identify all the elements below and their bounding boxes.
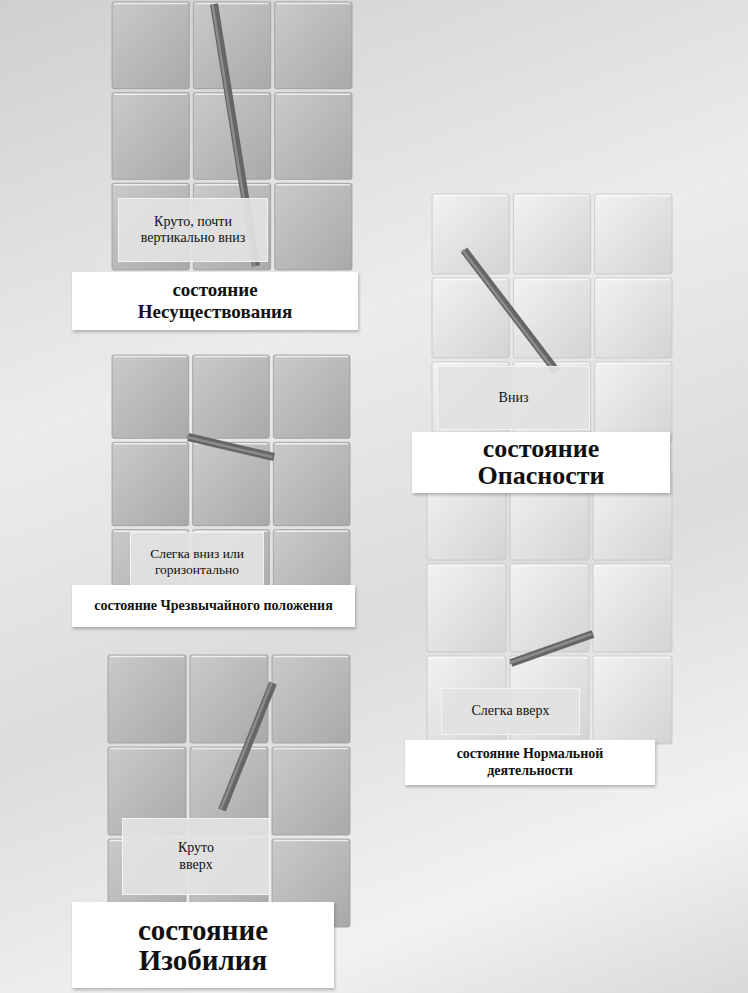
label-box: Слегка вниз или горизонтально bbox=[130, 532, 264, 592]
cube bbox=[275, 93, 352, 180]
cube-highlight bbox=[597, 363, 670, 365]
label-box: Вниз bbox=[437, 366, 590, 430]
trend-label: Слегка вниз или горизонтально bbox=[139, 546, 255, 577]
cube-highlight bbox=[277, 184, 350, 186]
cube bbox=[513, 278, 590, 358]
cube bbox=[427, 564, 506, 652]
cube bbox=[108, 655, 186, 743]
cube bbox=[273, 355, 350, 438]
cube-highlight bbox=[277, 3, 350, 5]
cube-highlight bbox=[429, 565, 504, 567]
cube-highlight bbox=[434, 279, 507, 281]
trend-bar-highlight bbox=[463, 250, 556, 372]
cube-highlight bbox=[512, 565, 587, 567]
cube-highlight bbox=[277, 93, 350, 95]
cube bbox=[272, 747, 350, 835]
cube-highlight bbox=[429, 657, 504, 659]
state-caption: состояние Нормальной деятельности bbox=[415, 746, 645, 778]
cube-highlight bbox=[114, 356, 187, 358]
cube-highlight bbox=[275, 443, 348, 445]
cube bbox=[112, 93, 189, 180]
cube bbox=[193, 355, 270, 438]
cube-highlight bbox=[110, 748, 184, 750]
trend-bar-highlight bbox=[187, 437, 273, 457]
cube-highlight bbox=[597, 195, 670, 197]
caption-box: состояние Чрезвычайного положения bbox=[72, 585, 355, 627]
cube bbox=[595, 362, 672, 442]
caption-box: состояние Изобилия bbox=[72, 902, 334, 988]
trend-bar bbox=[222, 683, 273, 810]
cube bbox=[593, 656, 672, 744]
trend-label: Вниз bbox=[499, 390, 529, 406]
cube bbox=[595, 194, 672, 274]
cube-highlight bbox=[192, 748, 266, 750]
state-caption: состояние Чрезвычайного положения bbox=[94, 598, 332, 614]
trend-bars bbox=[187, 4, 594, 810]
cube-highlight bbox=[275, 530, 348, 532]
trend-bar-highlight bbox=[510, 634, 592, 663]
trend-bar-highlight bbox=[221, 683, 272, 810]
caption-box: состояние Несуществования bbox=[72, 272, 358, 330]
cube bbox=[593, 564, 672, 652]
cube bbox=[193, 2, 270, 89]
trend-label: Слегка вверх bbox=[472, 703, 550, 719]
cube-highlight bbox=[114, 443, 187, 445]
trend-label: Круто вверх bbox=[161, 840, 231, 872]
cube-highlight bbox=[275, 356, 348, 358]
cube-highlight bbox=[114, 93, 187, 95]
cube bbox=[275, 2, 352, 89]
cube-highlight bbox=[595, 565, 670, 567]
cube bbox=[112, 355, 189, 438]
cube-highlight bbox=[114, 184, 187, 186]
caption-box: состояние Опасности bbox=[412, 432, 670, 493]
cube-highlight bbox=[274, 840, 348, 842]
trend-label: Круто, почти вертикально вниз bbox=[127, 214, 259, 246]
state-caption: состояние Опасности bbox=[441, 435, 641, 490]
cube bbox=[595, 278, 672, 358]
cube-highlight bbox=[195, 184, 268, 186]
cube-highlight bbox=[597, 279, 670, 281]
cube-highlight bbox=[274, 748, 348, 750]
cube-grids bbox=[108, 2, 672, 927]
cube-highlight bbox=[434, 363, 507, 365]
label-box: Круто вверх bbox=[122, 818, 270, 895]
cube-highlight bbox=[434, 195, 507, 197]
cube-highlight bbox=[110, 656, 184, 658]
cube bbox=[273, 442, 350, 525]
cube bbox=[112, 442, 189, 525]
cube-highlight bbox=[515, 279, 588, 281]
caption-box: состояние Нормальной деятельности bbox=[405, 740, 655, 785]
state-caption: состояние Несуществования bbox=[115, 279, 315, 323]
cube bbox=[275, 183, 352, 270]
cube bbox=[112, 2, 189, 89]
cube-highlight bbox=[274, 656, 348, 658]
cube-highlight bbox=[192, 656, 266, 658]
label-box: Круто, почти вертикально вниз bbox=[118, 198, 268, 262]
cube-highlight bbox=[595, 657, 670, 659]
cube-highlight bbox=[195, 3, 268, 5]
state-caption: состояние Изобилия bbox=[93, 915, 313, 976]
cube-highlight bbox=[195, 356, 268, 358]
label-box: Слегка вверх bbox=[441, 688, 580, 735]
cube bbox=[513, 194, 590, 274]
cube-highlight bbox=[114, 3, 187, 5]
cube bbox=[272, 655, 350, 743]
cube-highlight bbox=[515, 195, 588, 197]
